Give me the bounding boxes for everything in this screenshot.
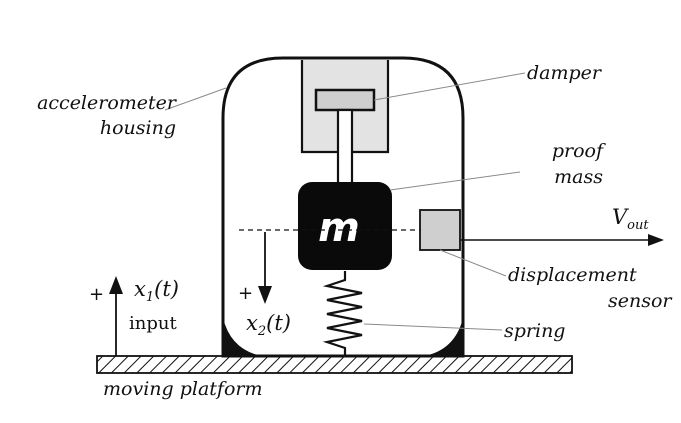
platform-label: moving platform xyxy=(103,378,262,400)
displacement-sensor-leader xyxy=(439,249,507,277)
damper-label: damper xyxy=(527,62,603,84)
housing-foot-left xyxy=(223,318,262,356)
displacement-label-line2: sensor xyxy=(608,290,673,312)
spring-leader xyxy=(363,323,503,331)
mass-symbol: m xyxy=(318,205,360,251)
vout-arrowhead xyxy=(648,234,664,246)
x1-plus-sign: + xyxy=(89,284,104,305)
spring xyxy=(322,271,363,356)
spring-label: spring xyxy=(504,320,565,342)
displacement-sensor xyxy=(419,209,461,251)
input-label: input xyxy=(129,313,177,334)
proof-label-line2: mass xyxy=(554,166,603,188)
vout-label: Vout xyxy=(612,205,649,233)
x1-arrowhead xyxy=(109,276,123,294)
housing-leader xyxy=(164,87,227,111)
x2-plus-sign: + xyxy=(238,283,253,304)
proof-mass-leader xyxy=(389,171,521,191)
x1-label: x1(t) xyxy=(134,277,179,305)
housing-foot-right xyxy=(424,318,463,356)
x2-arrowhead xyxy=(258,286,272,304)
damper-cylinder-outline xyxy=(300,60,390,154)
proof-mass xyxy=(298,182,392,270)
housing-label-line1: accelerometer xyxy=(37,92,178,114)
damper-rod xyxy=(336,108,354,186)
moving-platform xyxy=(96,355,573,374)
proof-label-line1: proof xyxy=(552,140,606,162)
damper-leader xyxy=(373,72,526,101)
damper-piston xyxy=(314,88,376,112)
displacement-label-line1: displacement xyxy=(508,264,637,286)
x2-label: x2(t) xyxy=(246,311,291,339)
housing-label-line2: housing xyxy=(100,117,176,139)
